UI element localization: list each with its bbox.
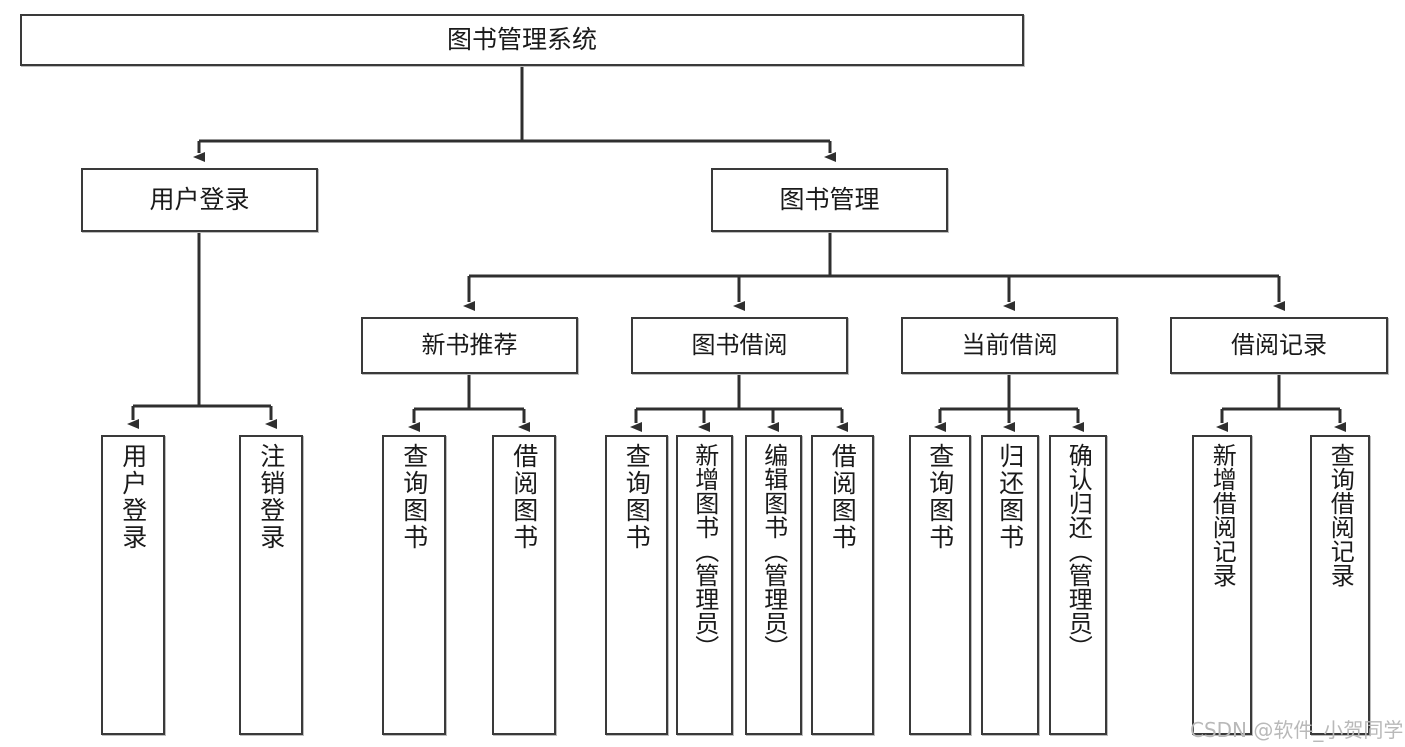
node-leaf-confirm-return-label: 确认归还（管理员） bbox=[1064, 443, 1093, 659]
node-leaf-add-record-label: 新增借阅记录 bbox=[1208, 443, 1237, 587]
node-book-management[interactable]: 图书管理 bbox=[711, 168, 948, 232]
node-book-borrow[interactable]: 图书借阅 bbox=[631, 317, 848, 374]
node-book-management-label: 图书管理 bbox=[779, 184, 880, 214]
node-leaf-borrow-book-2[interactable]: 借阅图书 bbox=[811, 435, 874, 735]
node-leaf-add-book-label: 新增图书（管理员） bbox=[690, 443, 719, 659]
node-leaf-query-book-2[interactable]: 查询图书 bbox=[605, 435, 668, 735]
node-new-book-recommend[interactable]: 新书推荐 bbox=[361, 317, 578, 374]
node-leaf-query-book-1[interactable]: 查询图书 bbox=[382, 435, 446, 735]
node-new-book-recommend-label: 新书推荐 bbox=[421, 330, 518, 359]
node-leaf-borrow-book-1-label: 借阅图书 bbox=[509, 443, 539, 551]
node-leaf-query-book-3[interactable]: 查询图书 bbox=[909, 435, 971, 735]
csdn-watermark: CSDN @软件_小贺同学 bbox=[1190, 718, 1404, 742]
node-leaf-user-login-label: 用户登录 bbox=[118, 443, 148, 551]
node-leaf-confirm-return[interactable]: 确认归还（管理员） bbox=[1049, 435, 1107, 735]
node-leaf-add-book[interactable]: 新增图书（管理员） bbox=[676, 435, 733, 735]
node-leaf-borrow-book-1[interactable]: 借阅图书 bbox=[492, 435, 556, 735]
node-current-borrow-label: 当前借阅 bbox=[961, 330, 1058, 359]
node-borrow-record-label: 借阅记录 bbox=[1231, 330, 1327, 359]
node-leaf-logout-login[interactable]: 注销登录 bbox=[239, 435, 303, 735]
node-user-login-label: 用户登录 bbox=[149, 184, 250, 214]
node-leaf-edit-book[interactable]: 编辑图书（管理员） bbox=[745, 435, 802, 735]
node-leaf-return-book-label: 归还图书 bbox=[995, 443, 1025, 551]
node-leaf-query-record[interactable]: 查询借阅记录 bbox=[1310, 435, 1370, 735]
node-leaf-query-record-label: 查询借阅记录 bbox=[1326, 443, 1355, 587]
node-user-login[interactable]: 用户登录 bbox=[81, 168, 318, 232]
node-leaf-logout-login-label: 注销登录 bbox=[256, 443, 286, 551]
node-leaf-user-login[interactable]: 用户登录 bbox=[101, 435, 165, 735]
node-leaf-return-book[interactable]: 归还图书 bbox=[981, 435, 1039, 735]
node-root-label: 图书管理系统 bbox=[446, 24, 597, 54]
node-leaf-add-record[interactable]: 新增借阅记录 bbox=[1192, 435, 1252, 735]
node-leaf-edit-book-label: 编辑图书（管理员） bbox=[759, 443, 788, 659]
node-root[interactable]: 图书管理系统 bbox=[20, 14, 1024, 66]
node-leaf-borrow-book-2-label: 借阅图书 bbox=[828, 443, 858, 551]
node-leaf-query-book-3-label: 查询图书 bbox=[925, 443, 955, 551]
node-current-borrow[interactable]: 当前借阅 bbox=[901, 317, 1118, 374]
node-book-borrow-label: 图书借阅 bbox=[691, 330, 788, 359]
node-leaf-query-book-2-label: 查询图书 bbox=[622, 443, 652, 551]
node-leaf-query-book-1-label: 查询图书 bbox=[399, 443, 429, 551]
node-borrow-record[interactable]: 借阅记录 bbox=[1170, 317, 1388, 374]
